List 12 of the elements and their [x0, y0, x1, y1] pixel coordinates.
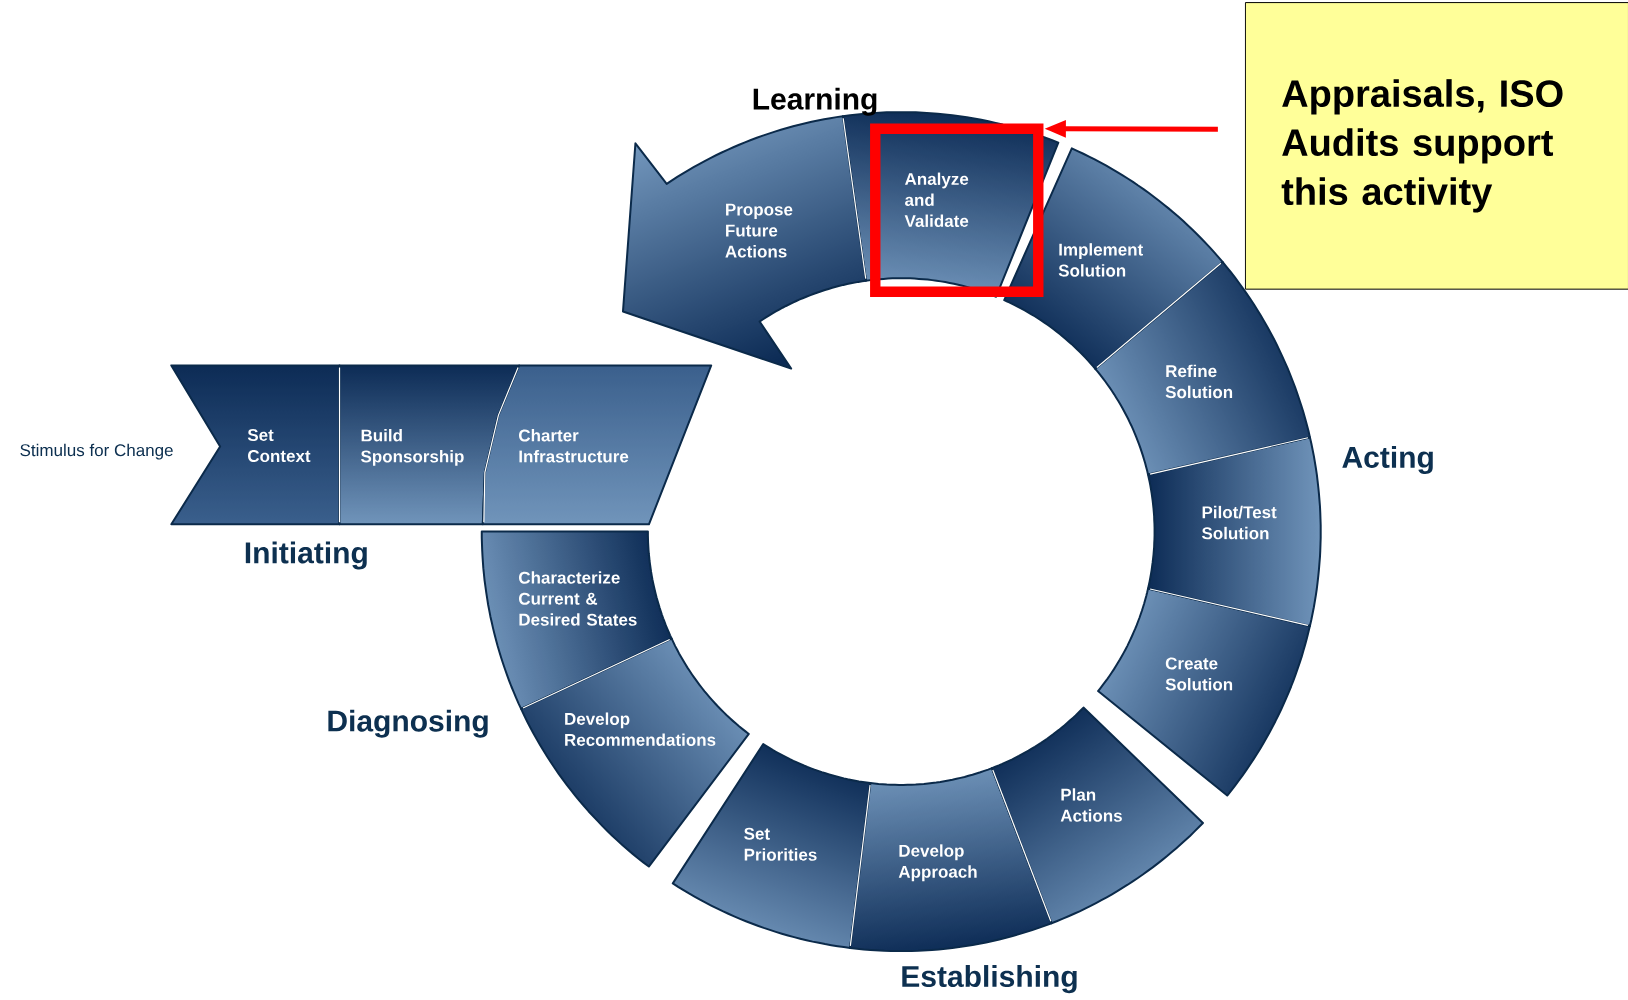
ring-segment: Create Solution [1097, 587, 1311, 797]
phase-label: Acting [1342, 446, 1433, 475]
ring-segment: Plan Actions [990, 706, 1204, 925]
ring-segment: Charter Infrastructure [481, 364, 713, 526]
phase-label: Diagnosing [328, 709, 488, 738]
callout-box: Appraisals, ISO Audits support this activity [1244, 2, 1628, 290]
stimulus-label: Stimulus for Change [20, 443, 173, 460]
ring-segment: Propose Future Actions [621, 115, 867, 370]
phase-label: Establishing [902, 965, 1077, 994]
ring-segment: Develop Approach [849, 767, 1053, 953]
phase-label: Initiating [245, 541, 367, 570]
ring-segment: Characterize Current & Desired States [480, 530, 673, 710]
